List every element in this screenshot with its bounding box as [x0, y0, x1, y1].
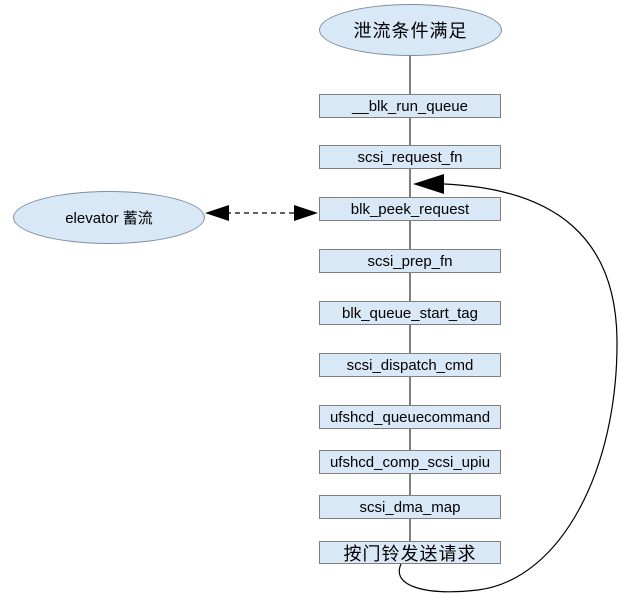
- node-elevator-queue: elevator 蓄流: [13, 191, 205, 244]
- node-scsi-dispatch-cmd: scsi_dispatch_cmd: [319, 353, 501, 377]
- node-scsi-request-fn: scsi_request_fn: [319, 145, 501, 169]
- node-blk-peek-request: blk_peek_request: [319, 197, 501, 221]
- node-scsi-prep-fn: scsi_prep_fn: [319, 249, 501, 273]
- node-blk-queue-start-tag: blk_queue_start_tag: [319, 301, 501, 325]
- feedback-arrowhead-icon: [413, 174, 444, 194]
- feedback-loop-curve: [398, 183, 618, 593]
- node-ring-doorbell: 按门铃发送请求: [319, 541, 501, 564]
- dashed-link-left-arrowhead-icon: [205, 205, 229, 221]
- node-ufshcd-queuecommand: ufshcd_queuecommand: [319, 405, 501, 429]
- node-start-condition: 泄流条件满足: [319, 4, 502, 56]
- node-blk-run-queue: __blk_run_queue: [319, 94, 501, 118]
- node-ufshcd-comp-scsi-upiu: ufshcd_comp_scsi_upiu: [319, 450, 501, 474]
- dashed-link-right-arrowhead-icon: [294, 205, 318, 221]
- node-scsi-dma-map: scsi_dma_map: [319, 495, 501, 519]
